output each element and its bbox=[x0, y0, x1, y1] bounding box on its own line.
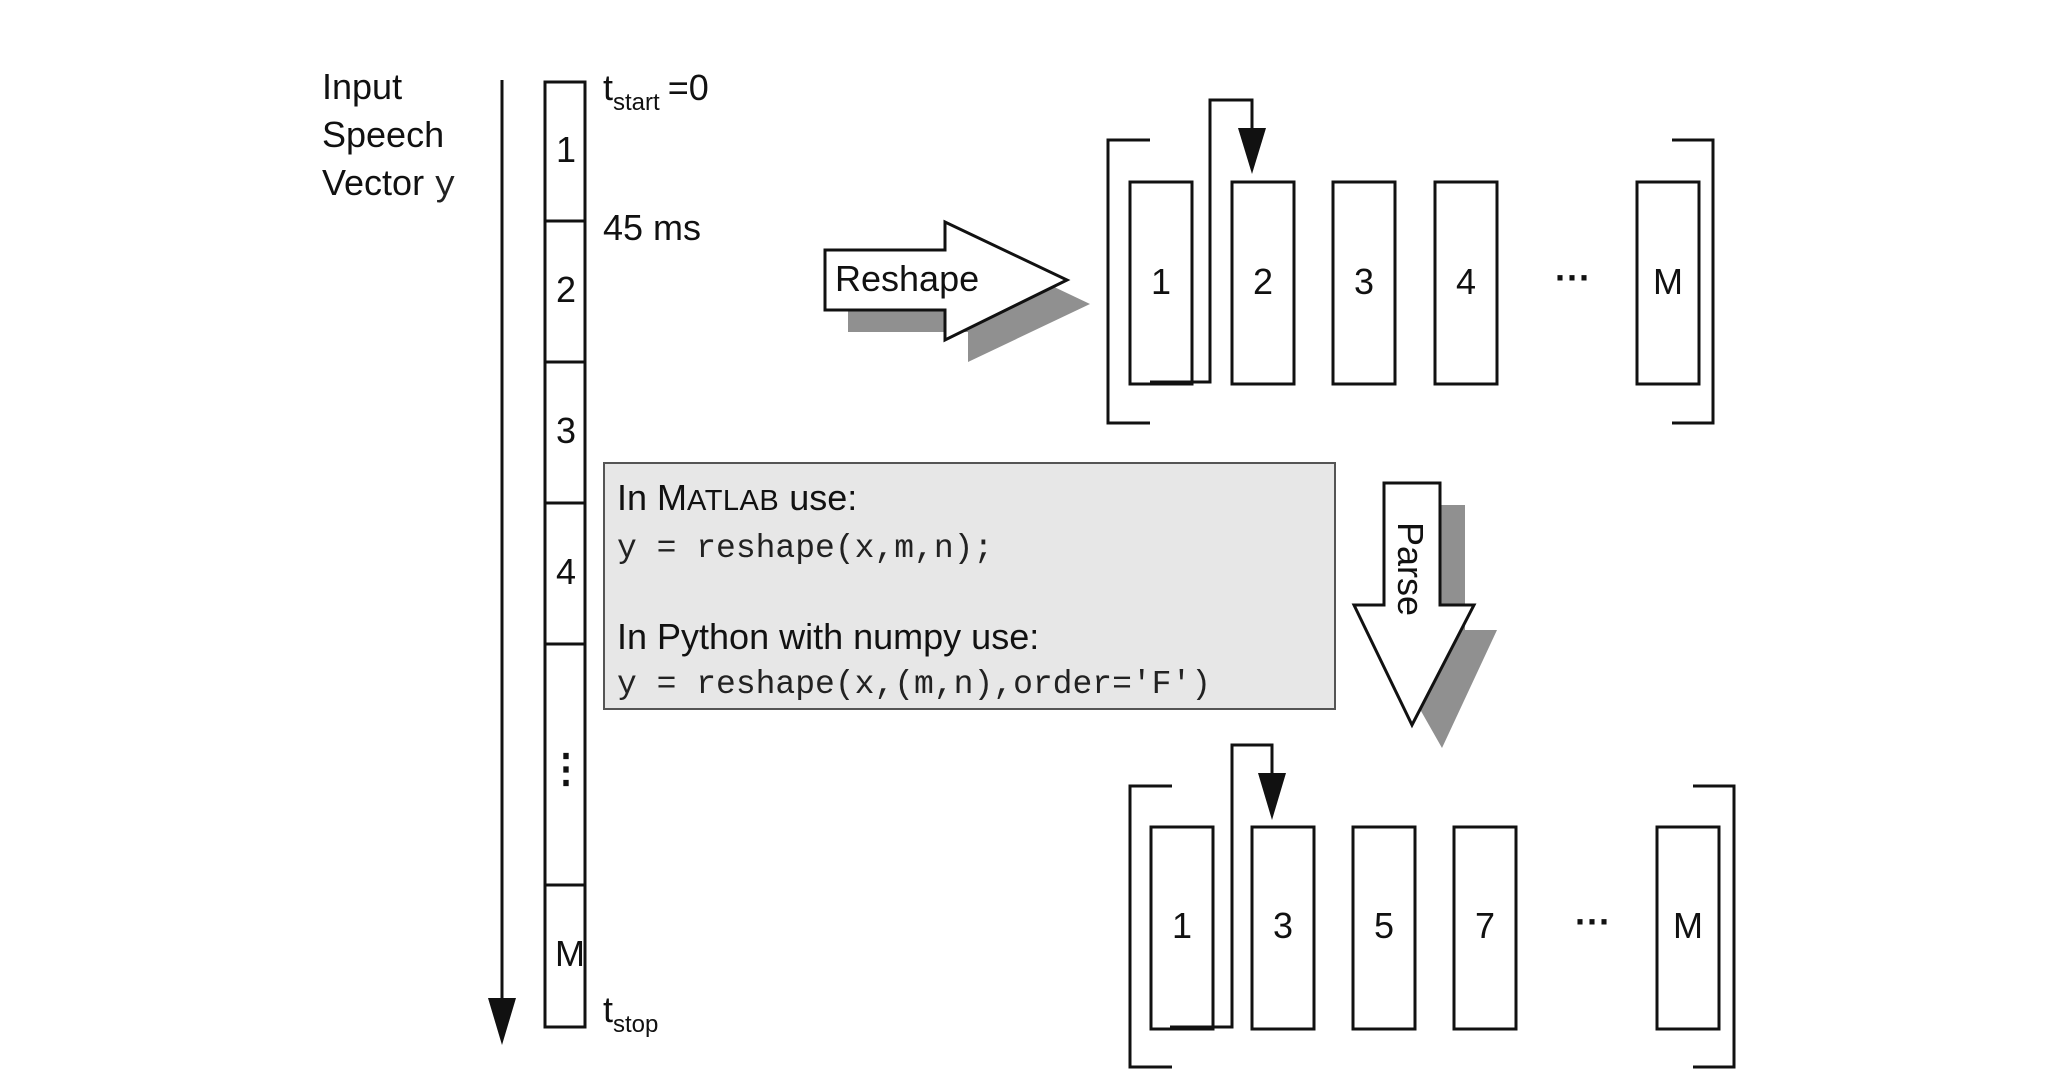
t-stop-sub: stop bbox=[613, 1011, 658, 1038]
python-code: y = reshape(x,(m,n),order='F') bbox=[617, 666, 1212, 703]
t-stop-base: t bbox=[603, 989, 613, 1030]
matlab-heading-smallcaps: ATLAB bbox=[687, 485, 780, 517]
input-label-line2: Speech bbox=[322, 114, 444, 155]
parsed-frame-label-1: 1 bbox=[1172, 905, 1192, 946]
parsed-wrap-arrowhead bbox=[1258, 773, 1286, 820]
segment-label-2: 2 bbox=[556, 269, 576, 310]
reshape-arrow-body bbox=[823, 219, 1071, 343]
speech-vector-column: 1 2 3 4 ⋮ M bbox=[543, 80, 587, 1029]
segment-label-3: 3 bbox=[556, 410, 576, 451]
reshaped-left-bracket bbox=[1106, 138, 1150, 425]
parsed-frame-3 bbox=[1250, 825, 1316, 1031]
parsed-frame-label-ellipsis: ··· bbox=[1575, 901, 1611, 942]
t-start-sub: start bbox=[613, 89, 660, 116]
code-snippet-box: In MATLAB use: y = reshape(x,m,n); In Py… bbox=[603, 462, 1336, 710]
reshaped-frame-1 bbox=[1128, 180, 1194, 386]
reshaped-frame-label-ellipsis: ··· bbox=[1555, 257, 1591, 298]
segment-label-4: 4 bbox=[556, 551, 576, 592]
reshaped-right-bracket bbox=[1672, 138, 1715, 425]
parsed-frame-1 bbox=[1149, 825, 1215, 1031]
parsed-wrap-connector bbox=[1170, 743, 1274, 1029]
t-start-label: tstart =0 bbox=[603, 67, 709, 116]
t-start-base: t bbox=[603, 67, 613, 108]
t-start-value: =0 bbox=[668, 67, 709, 108]
parsed-frame-label-m: M bbox=[1673, 905, 1703, 946]
parsed-left-bracket bbox=[1128, 784, 1172, 1069]
segment-label-1: 1 bbox=[556, 129, 576, 170]
reshaped-matrix: 1 2 3 4 ··· M bbox=[1106, 98, 1715, 425]
segment-label-ellipsis: ⋮ bbox=[546, 747, 586, 791]
matlab-heading: In MATLAB use: bbox=[617, 474, 1322, 525]
code-gap bbox=[617, 573, 1322, 613]
reshaped-frame-label-2: 2 bbox=[1253, 261, 1273, 302]
reshaped-frame-label-1: 1 bbox=[1151, 261, 1171, 302]
parsed-frame-7 bbox=[1452, 825, 1518, 1031]
matlab-code: y = reshape(x,m,n); bbox=[617, 530, 994, 567]
matlab-heading-suffix: use: bbox=[779, 477, 858, 518]
segment-label-m: M bbox=[555, 933, 585, 974]
time-labels: tstart=0 45 ms tstop bbox=[603, 67, 709, 1038]
reshaped-wrap-connector bbox=[1150, 98, 1254, 384]
input-label-vector-text: Vector bbox=[322, 162, 424, 203]
parsed-frame-5 bbox=[1351, 825, 1417, 1031]
input-label-vector-var: y bbox=[434, 165, 456, 206]
parsed-right-bracket bbox=[1693, 784, 1736, 1069]
parse-arrow-label: Parse bbox=[1390, 522, 1431, 616]
reshaped-frame-m bbox=[1635, 180, 1701, 386]
reshape-arrow: Reshape bbox=[823, 219, 1090, 362]
parsed-matrix: 1 3 5 7 ··· M bbox=[1128, 743, 1736, 1069]
reshaped-wrap-arrowhead bbox=[1238, 128, 1266, 174]
reshaped-frame-3 bbox=[1331, 180, 1397, 386]
time-axis-arrow bbox=[488, 80, 516, 1045]
parsed-frame-label-3: 3 bbox=[1273, 905, 1293, 946]
parse-arrow-body bbox=[1351, 481, 1477, 729]
parsed-frame-label-7: 7 bbox=[1475, 905, 1495, 946]
reshape-arrow-label: Reshape bbox=[835, 258, 979, 299]
reshaped-frame-label-m: M bbox=[1653, 261, 1683, 302]
reshaped-frame-label-3: 3 bbox=[1354, 261, 1374, 302]
t-stop-label: tstop bbox=[603, 989, 658, 1038]
parsed-frame-label-5: 5 bbox=[1374, 905, 1394, 946]
reshaped-frame-4 bbox=[1433, 180, 1499, 386]
frame-duration-label: 45 ms bbox=[603, 207, 701, 248]
reshaped-frame-2 bbox=[1230, 180, 1296, 386]
parse-arrow: Parse bbox=[1351, 481, 1497, 748]
reshaped-frame-label-4: 4 bbox=[1456, 261, 1476, 302]
input-label-line1: Input bbox=[322, 66, 402, 107]
parsed-frame-m bbox=[1655, 825, 1721, 1031]
python-heading: In Python with numpy use: bbox=[617, 616, 1040, 657]
matlab-heading-prefix: In M bbox=[617, 477, 688, 518]
